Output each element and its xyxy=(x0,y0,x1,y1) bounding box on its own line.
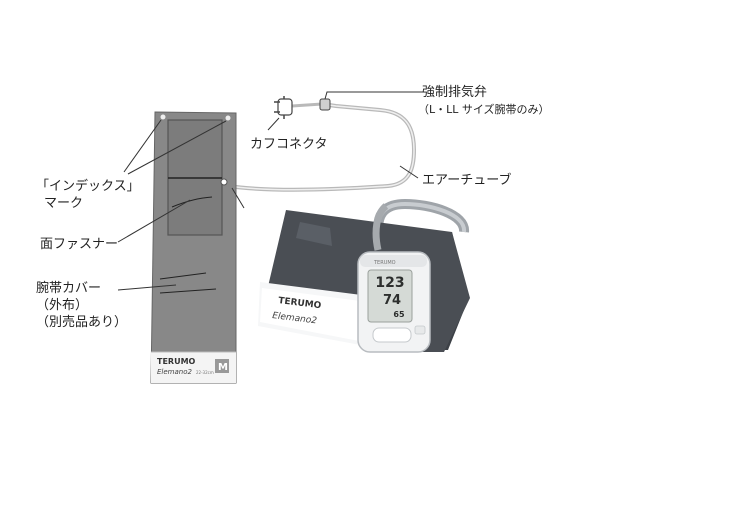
exhaust-valve xyxy=(319,98,331,111)
cuff-model-text: Elemano2 xyxy=(157,368,193,376)
connector-label: カフコネクタ xyxy=(250,137,328,152)
lcd-display xyxy=(367,269,413,323)
index-mark-dot xyxy=(160,114,166,120)
index-mark-label-2: マーク xyxy=(44,196,84,211)
air-tube-label: エアーチューブ xyxy=(422,173,512,188)
valve-label: 強制排気弁 xyxy=(422,85,488,100)
valve-note-label: （L・LL サイズ腕帯のみ） xyxy=(418,103,550,116)
index-mark-label: 「インデックス」 xyxy=(36,179,140,194)
cover-label-3: （別売品あり） xyxy=(36,315,128,330)
device-brand-text: TERUMO xyxy=(373,260,396,266)
product-photo: TERUMO Elemano2 TERUMO 123 74 65 xyxy=(258,198,470,353)
leader-lines xyxy=(117,91,424,291)
cuff-connector xyxy=(274,96,293,119)
tube-port xyxy=(220,178,228,186)
cuff-size-range-text: 22-32cm xyxy=(196,370,214,375)
cuff-brand-text: TERUMO xyxy=(157,357,196,366)
cover-label: 腕帯カバー xyxy=(36,281,102,296)
pulse-reading: 65 xyxy=(393,310,405,319)
fastener-label: 面ファスナー xyxy=(40,237,119,252)
device-button xyxy=(372,327,412,343)
index-mark-dot xyxy=(225,115,231,121)
cuff-size-text: M xyxy=(218,362,228,373)
systolic-reading: 123 xyxy=(375,275,404,291)
diastolic-reading: 74 xyxy=(383,293,401,308)
monitor-device: TERUMO 123 74 65 xyxy=(357,203,431,353)
cover-label-2: （外布） xyxy=(36,298,89,313)
cuff: TERUMO Elemano2 22-32cm M xyxy=(150,111,237,384)
size-badge xyxy=(215,359,229,373)
